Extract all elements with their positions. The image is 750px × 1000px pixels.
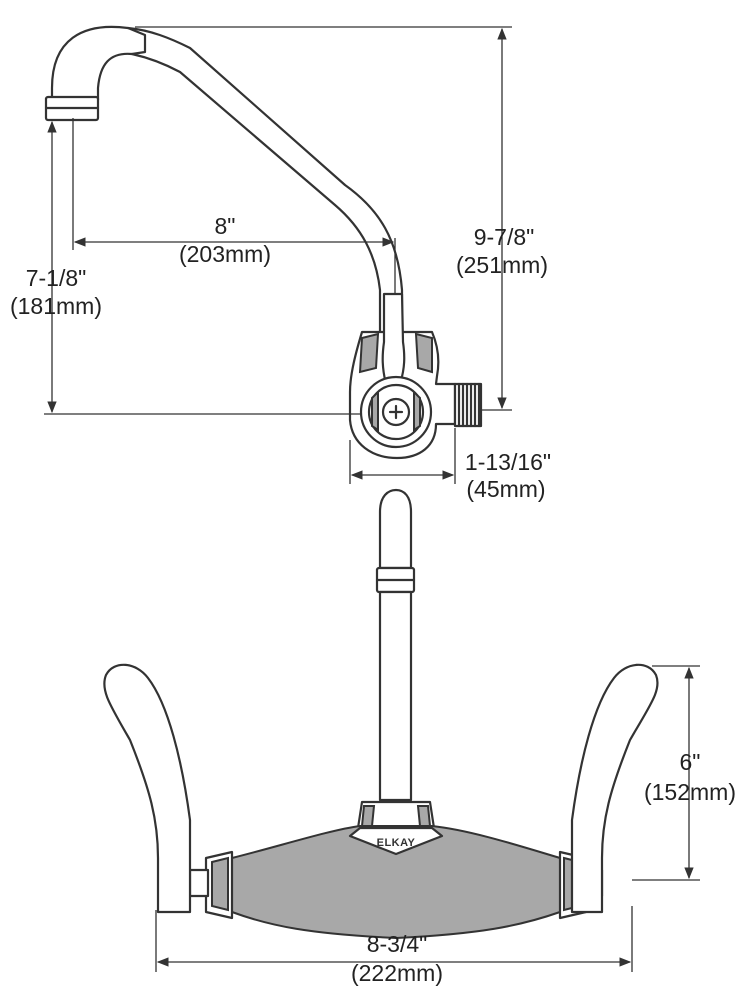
overall-height-mm: (251mm) xyxy=(456,252,548,278)
side-view: 8" (203mm) 7-1/8" (181mm) 9-7/8" (251mm)… xyxy=(10,25,551,502)
dimension-spout-clearance: 7-1/8" (181mm) xyxy=(10,120,360,415)
right-wrist-handle xyxy=(570,663,659,914)
body-depth-mm: (45mm) xyxy=(466,476,545,502)
body-depth-inch: 1-13/16" xyxy=(465,449,551,475)
threaded-inlet xyxy=(453,382,483,428)
overall-width-inch: 8-3/4" xyxy=(367,931,428,957)
dimension-spout-reach: 8" (203mm) xyxy=(72,118,396,295)
spout-clearance-inch: 7-1/8" xyxy=(26,265,87,291)
spout-clearance-mm: (181mm) xyxy=(10,293,102,319)
left-wrist-handle xyxy=(103,663,192,914)
spout-arm xyxy=(126,26,404,334)
spout-reach-mm: (203mm) xyxy=(179,241,271,267)
overall-width-mm: (222mm) xyxy=(351,960,443,986)
elkay-logo: ELKAY xyxy=(377,837,416,849)
handle-height-inch: 6" xyxy=(680,749,701,775)
dimension-handle-height: 6" (152mm) xyxy=(632,665,736,881)
spout-arm-inner xyxy=(130,52,382,334)
front-spout-top xyxy=(378,488,413,570)
spout-reach-inch: 8" xyxy=(215,213,236,239)
dimension-body-depth: 1-13/16" (45mm) xyxy=(349,428,551,502)
front-spout-tube xyxy=(378,590,413,802)
lever-handle xyxy=(381,292,406,386)
spout-tube xyxy=(50,25,147,102)
handle-height-mm: (152mm) xyxy=(644,779,736,805)
dimension-overall-width: 8-3/4" (222mm) xyxy=(155,906,633,986)
overall-height-inch: 9-7/8" xyxy=(474,224,535,250)
front-view: ELKAY 6" (152mm) 8-3/4" (222mm) xyxy=(103,488,736,986)
dimension-overall-height: 9-7/8" (251mm) xyxy=(135,26,548,411)
